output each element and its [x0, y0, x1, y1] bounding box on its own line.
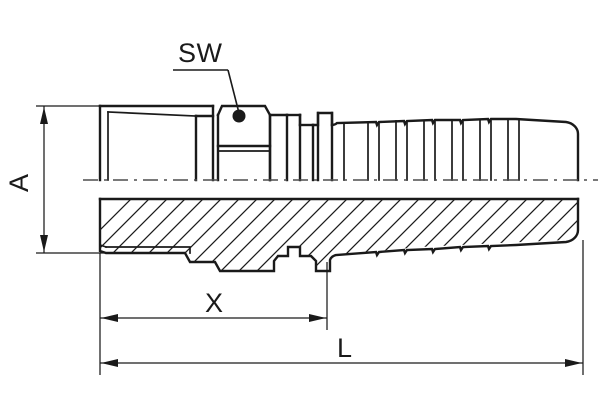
- dim-a-arrow-top-icon: [40, 107, 48, 124]
- dimension-l: L: [100, 240, 584, 375]
- dim-x-label: X: [205, 288, 224, 318]
- fitting-upper-profile: [98, 104, 580, 182]
- dimension-a: A: [4, 105, 104, 254]
- dimension-x: X: [99, 253, 328, 375]
- section-hatching: [100, 199, 578, 271]
- dim-x-arrow-left-icon: [101, 314, 118, 322]
- dim-l-label: L: [337, 333, 353, 363]
- dim-l-arrow-right-icon: [565, 359, 582, 367]
- dim-a-arrow-bottom-icon: [40, 235, 48, 252]
- dim-a-label: A: [4, 174, 34, 192]
- sw-label: SW: [178, 38, 223, 68]
- dim-l-arrow-left-icon: [101, 359, 118, 367]
- sw-leader-line: [227, 69, 240, 114]
- sw-leader-dot-icon: [232, 109, 246, 123]
- sw-callout: SW: [173, 38, 246, 123]
- dim-x-arrow-right-icon: [309, 314, 326, 322]
- fitting-lower-section: [98, 197, 580, 273]
- barb-serrations-upper: [343, 118, 520, 181]
